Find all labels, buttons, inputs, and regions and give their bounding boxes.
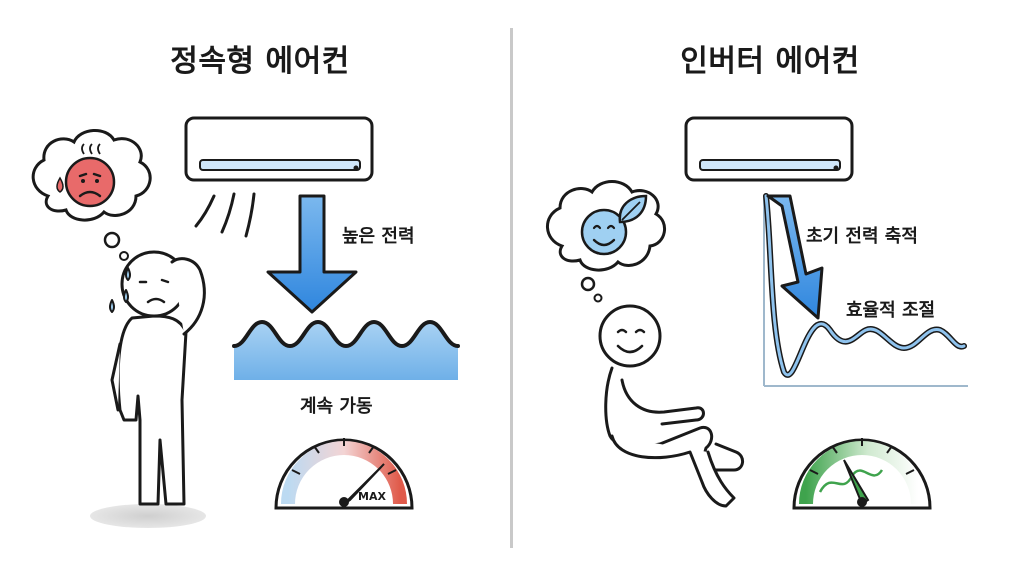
sad-face-icon — [56, 143, 116, 208]
gauge-max-label: MAX — [358, 490, 386, 503]
initial-power-label: 초기 전력 축적 — [806, 226, 918, 247]
continuous-wave — [232, 319, 460, 380]
high-power-label: 높은 전력 — [342, 226, 415, 247]
gauge-icon: MAX — [274, 438, 414, 510]
relaxed-person — [598, 304, 744, 508]
high-power-arrow — [266, 194, 358, 314]
leaf-icon — [618, 194, 648, 224]
smile-face-icon — [580, 208, 628, 256]
efficient-control-label: 효율적 조절 — [846, 300, 936, 321]
continuous-operation-label: 계속 가동 — [300, 396, 373, 417]
air-conditioner-icon — [184, 116, 374, 182]
airflow-lines — [194, 192, 256, 238]
stressed-person — [90, 250, 206, 528]
inverter-title: 인버터 에어컨 — [680, 44, 860, 79]
gauge-icon — [792, 438, 932, 510]
efficiency-curve — [763, 193, 968, 387]
fixed-speed-title: 정속형 에어컨 — [170, 44, 350, 79]
air-conditioner-icon — [684, 116, 854, 182]
center-divider — [510, 28, 513, 548]
